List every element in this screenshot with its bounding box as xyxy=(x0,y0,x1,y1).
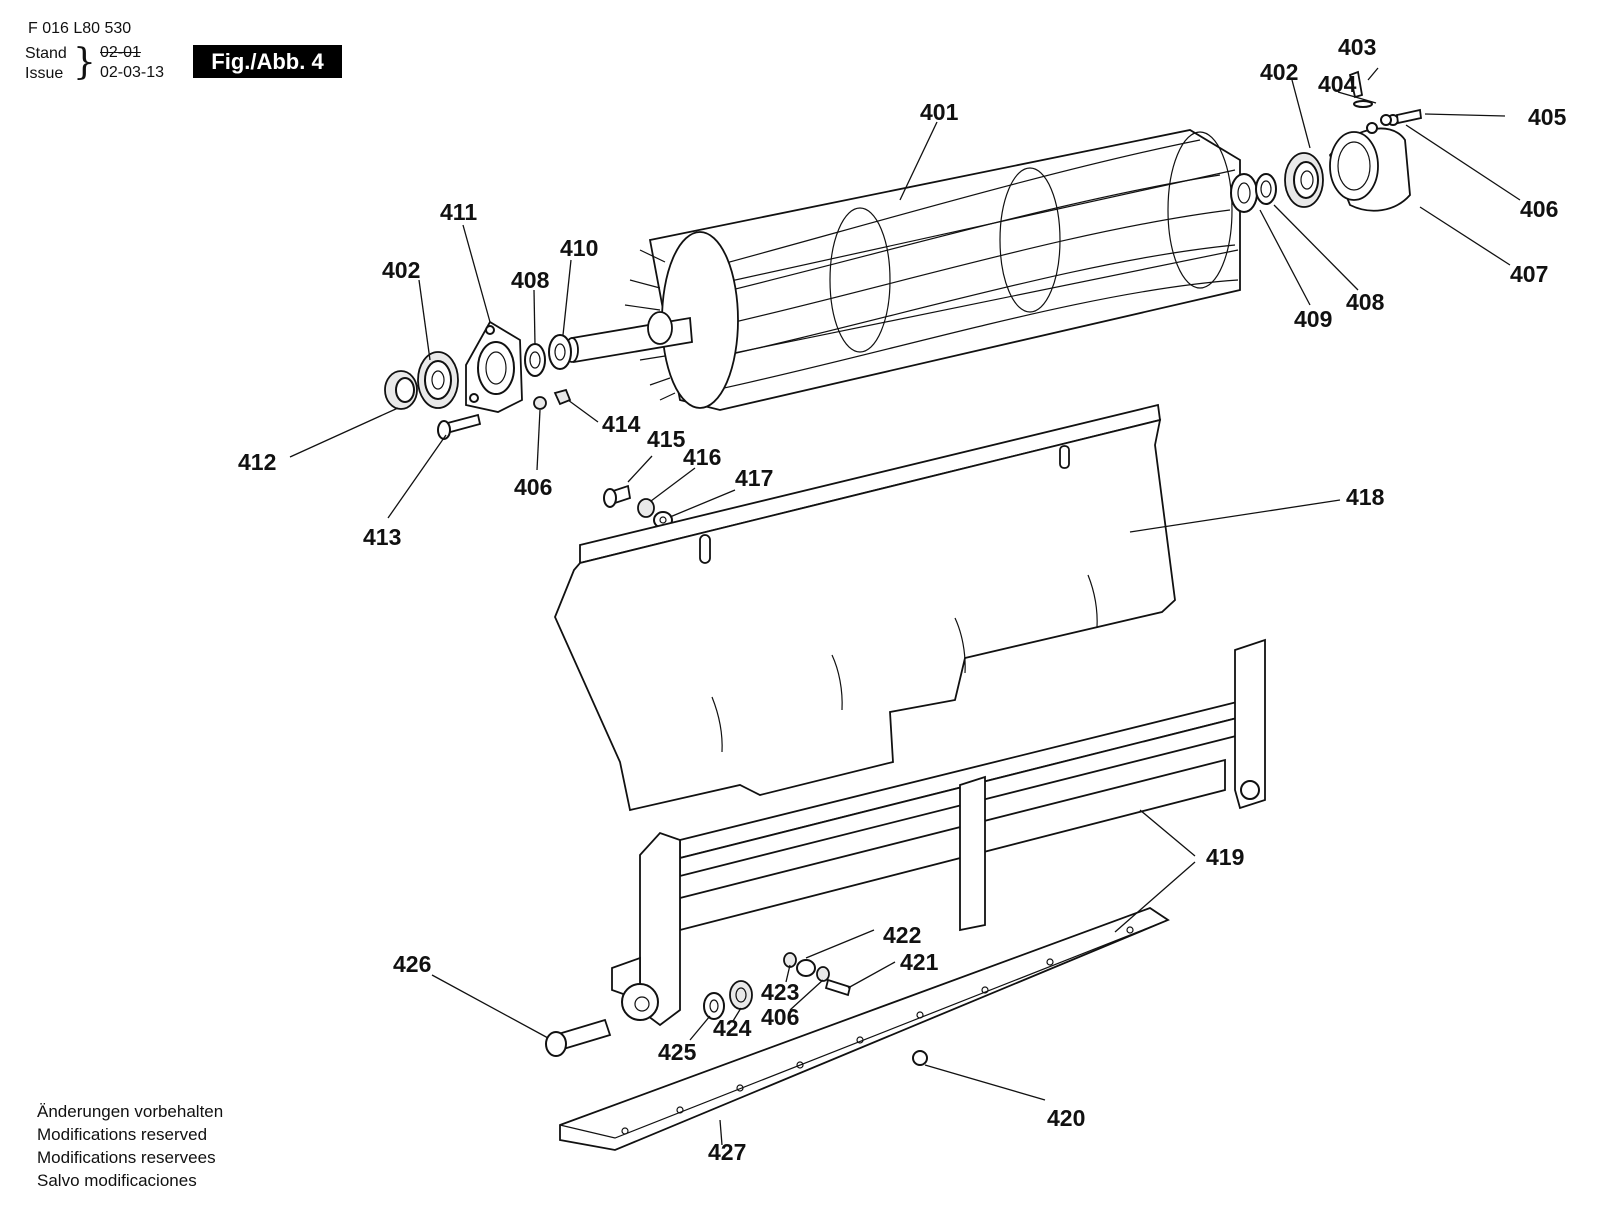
part-label-403: 403 xyxy=(1338,34,1376,60)
part-label-423: 423 xyxy=(761,979,799,1005)
part-label-426: 426 xyxy=(393,951,431,977)
part-label-401: 401 xyxy=(920,99,959,125)
shield-plate xyxy=(554,403,1176,812)
part-label-402-right: 402 xyxy=(1260,59,1298,85)
part-label-413: 413 xyxy=(363,524,401,550)
stand-label: Stand xyxy=(25,45,67,62)
screw-group-415-417 xyxy=(603,484,673,529)
issue-value: 02-03-13 xyxy=(100,64,165,81)
revision-labels: Stand Issue xyxy=(25,44,75,84)
part-label-414: 414 xyxy=(602,411,641,437)
disclaimer-line-es: Salvo modificaciones xyxy=(37,1171,197,1190)
reel-cylinder xyxy=(565,129,1241,411)
document-code: F 016 L80 530 xyxy=(28,20,132,37)
leader-lines xyxy=(289,67,1521,1146)
part-label-406-bottom: 406 xyxy=(761,1004,799,1030)
part-label-424: 424 xyxy=(713,1015,752,1041)
part-label-421: 421 xyxy=(900,949,939,975)
brace-icon: } xyxy=(73,42,96,83)
bottom-hardware xyxy=(545,952,928,1066)
part-label-419: 419 xyxy=(1206,844,1244,870)
part-label-404: 404 xyxy=(1318,71,1357,97)
stand-value: 02-01 xyxy=(100,44,141,61)
part-number-labels: 401 402 402 403 404 405 406 406 406 407 … xyxy=(238,34,1567,1165)
part-label-406-right: 406 xyxy=(1520,196,1558,222)
part-label-417: 417 xyxy=(735,465,773,491)
part-label-412: 412 xyxy=(238,449,276,475)
part-label-427: 427 xyxy=(708,1139,746,1165)
frame xyxy=(611,638,1266,1027)
part-label-408-right: 408 xyxy=(1346,289,1385,315)
part-label-420: 420 xyxy=(1047,1105,1085,1131)
part-label-422: 422 xyxy=(883,922,921,948)
part-label-415: 415 xyxy=(647,426,686,452)
disclaimer-line-fr: Modifications reservees xyxy=(37,1148,216,1167)
disclaimer-line-en: Modifications reserved xyxy=(37,1125,208,1144)
part-label-410: 410 xyxy=(560,235,598,261)
part-label-405: 405 xyxy=(1528,104,1567,130)
part-label-416: 416 xyxy=(683,444,721,470)
part-label-407: 407 xyxy=(1510,261,1548,287)
part-label-406-left: 406 xyxy=(514,474,552,500)
part-label-411: 411 xyxy=(440,199,477,225)
part-label-418: 418 xyxy=(1346,484,1385,510)
left-bearing-group xyxy=(384,320,572,440)
part-label-409: 409 xyxy=(1294,306,1332,332)
part-label-425: 425 xyxy=(658,1039,697,1065)
disclaimer-line-de: Änderungen vorbehalten xyxy=(37,1102,224,1121)
right-bearing-group xyxy=(1230,70,1422,213)
part-label-408-left: 408 xyxy=(511,267,550,293)
issue-label: Issue xyxy=(25,65,64,82)
figure-label: Fig./Abb. 4 xyxy=(193,45,342,78)
footer-disclaimer: Änderungen vorbehalten Modifications res… xyxy=(37,1100,223,1192)
part-label-402-left: 402 xyxy=(382,257,420,283)
bed-knife-blade xyxy=(559,906,1170,1151)
